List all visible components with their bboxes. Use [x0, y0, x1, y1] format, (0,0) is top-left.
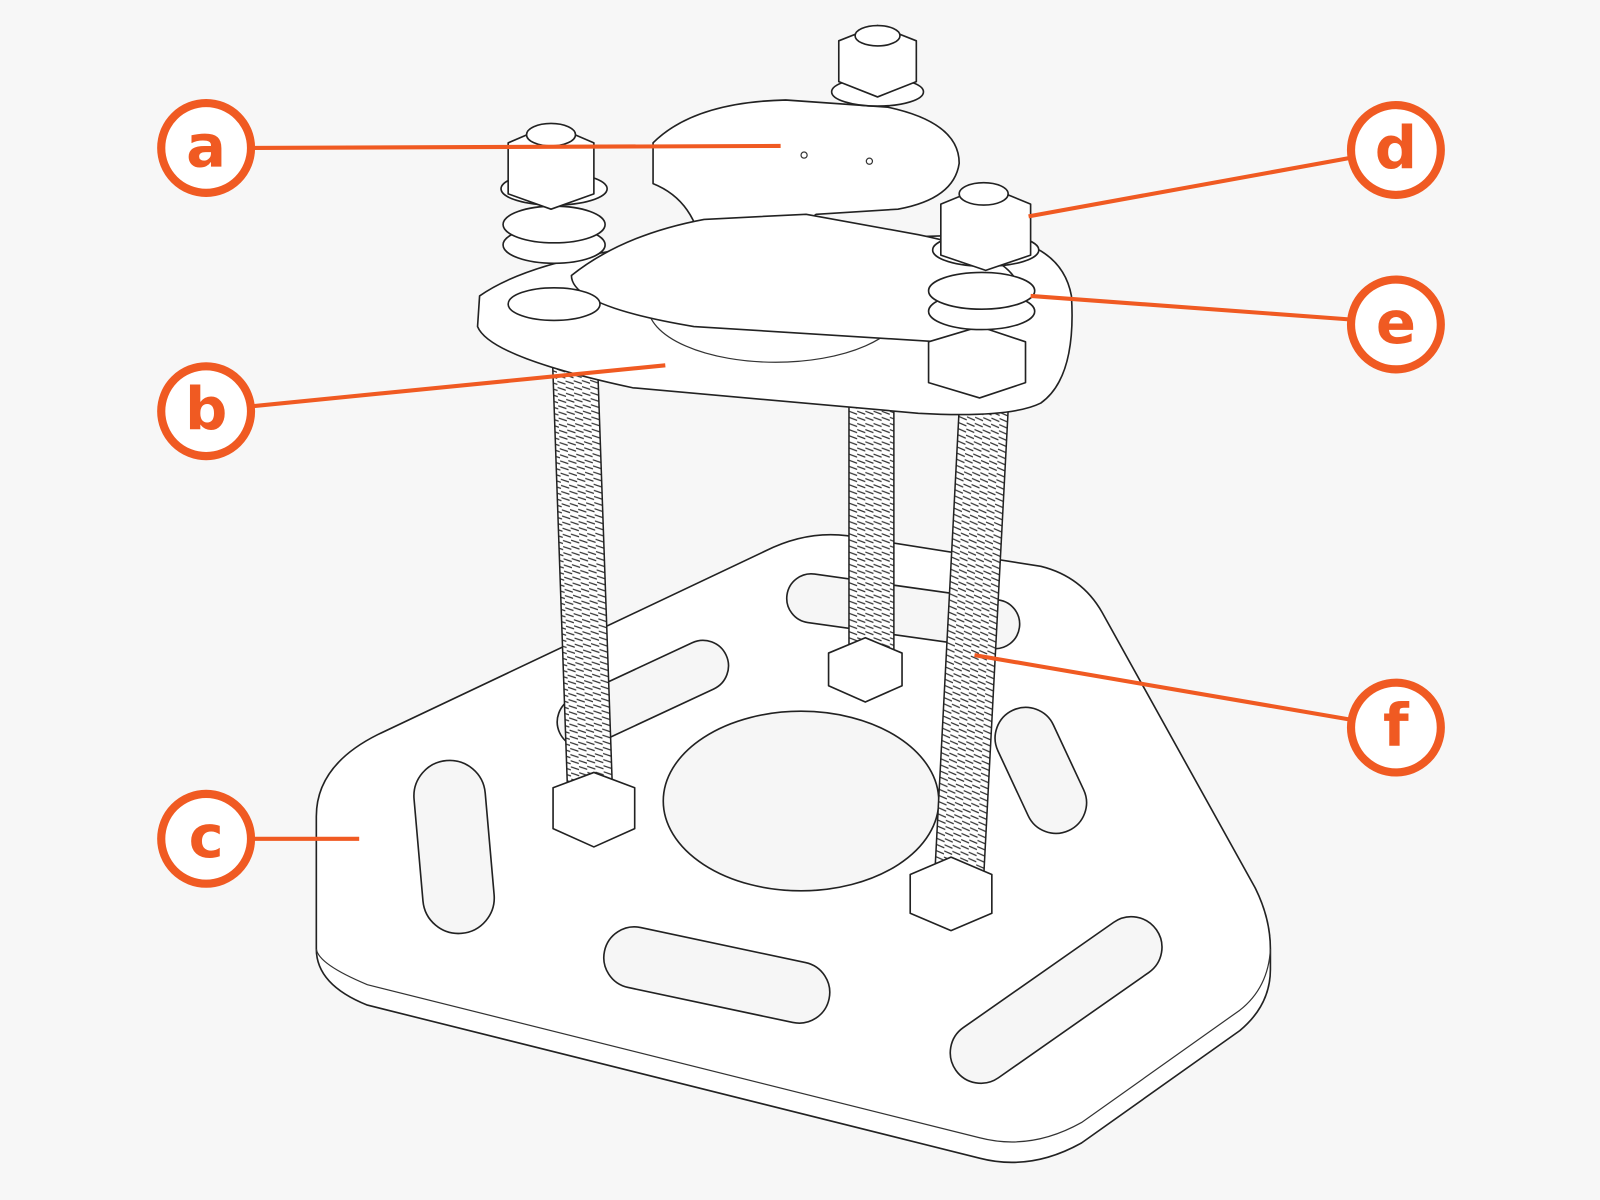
callout-b: b [157, 362, 256, 461]
leader-line-d [1028, 156, 1350, 219]
leader-line-a [253, 143, 781, 150]
leader-line-b [252, 363, 666, 409]
lower-nuts [552, 636, 993, 932]
upper-nut-stacks [500, 24, 1040, 399]
nut-stack-right [927, 181, 1040, 399]
leader-lines [252, 143, 1350, 841]
callout-label-d: d [1375, 113, 1417, 182]
callout-a: a [157, 98, 256, 197]
callout-d: d [1346, 101, 1445, 199]
callout-label-f: f [1383, 691, 1410, 760]
callout-label-a: a [186, 111, 226, 180]
leader-line-f [974, 653, 1350, 722]
nut-stack-back [830, 24, 925, 107]
callout-label-c: c [189, 802, 224, 871]
leader-line-e [1030, 293, 1350, 322]
callout-e: e [1346, 275, 1445, 374]
callout-label-b: b [185, 375, 227, 444]
callout-f: f [1346, 678, 1445, 777]
callout-label-e: e [1376, 288, 1416, 357]
callout-c: c [157, 789, 256, 888]
